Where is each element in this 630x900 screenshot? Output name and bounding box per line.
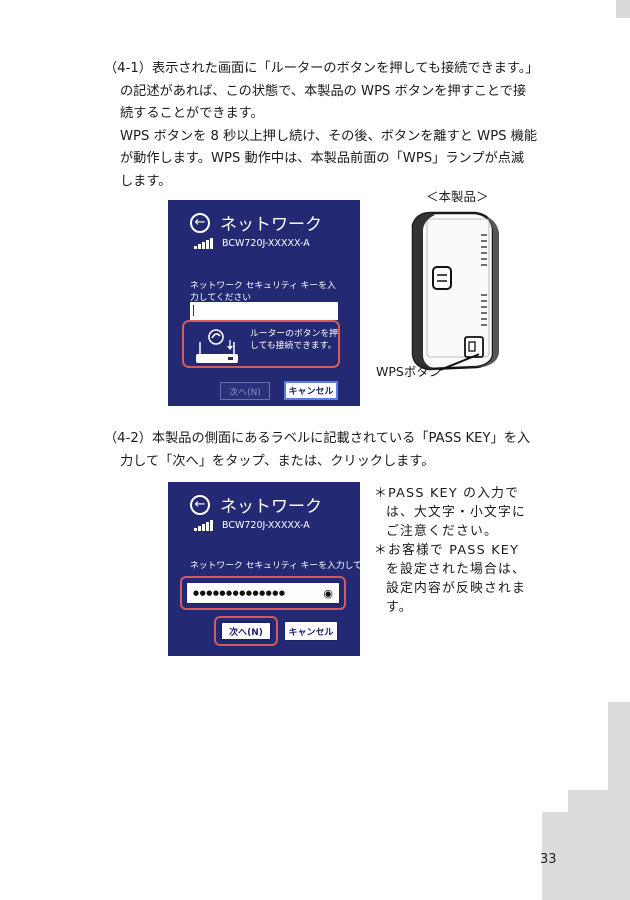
passkey-value: ●●●●●●●●●●●●●● (193, 589, 286, 597)
step-4-2-text: （4-2）本製品の側面にあるラベルに記載されている「PASS KEY」を入 力し… (104, 428, 578, 473)
wifi-signal-icon (194, 238, 214, 249)
network-dialog-passkey: ← ネットワーク BCW720J-XXXXX-A ネットワーク セキュリティ キ… (168, 482, 397, 656)
product-router-illustration (395, 205, 505, 375)
dialog-header: ← ネットワーク (190, 492, 322, 517)
wifi-signal-icon (194, 520, 214, 531)
corner-decoration-step (608, 702, 630, 812)
router-button-hint: ルーターのボタンを押しても接続できます。 (182, 320, 340, 368)
network-dialog-wps: ← ネットワーク BCW720J-XXXXX-A ネットワーク セキュリティ キ… (168, 200, 360, 406)
note-custom-passkey: ＊お客様で PASS KEY を設定された場合は、設定内容が反映されます。 (374, 543, 526, 615)
step-4-1-line: （4-1）表示された画面に「ルーターのボタンを押しても接続できます。」 (104, 61, 539, 76)
network-row: BCW720J-XXXXX-A (194, 520, 310, 531)
router-wps-icon (192, 328, 244, 368)
cancel-button[interactable]: キャンセル (284, 621, 338, 641)
network-row: BCW720J-XXXXX-A (194, 238, 310, 249)
product-caption: ＜本製品＞ (426, 189, 489, 204)
step-4-2-line: 力して「次へ」をタップ、または、クリックします。 (120, 453, 435, 469)
step-4-1-text: （4-1）表示された画面に「ルーターのボタンを押しても接続できます。」 の記述が… (104, 58, 578, 193)
dialog-title: ネットワーク (220, 497, 322, 517)
step-4-1-line: WPS ボタンを 8 秒以上押し続け、その後、ボタンを離すと WPS 機能 (120, 128, 538, 144)
next-button[interactable]: 次へ(N) (220, 382, 270, 400)
corner-decoration-top (616, 0, 630, 18)
step-4-1-line: が動作します。WPS 動作中は、本製品前面の「WPS」ランプが点滅 (120, 151, 525, 166)
step-4-1-line: します。 (120, 173, 172, 189)
passkey-highlight (180, 576, 346, 610)
security-key-prompt: ネットワーク セキュリティ キーを入力してください (190, 281, 336, 303)
text-cursor (193, 305, 194, 316)
back-arrow-icon[interactable]: ← (190, 494, 210, 515)
security-key-prompt: ネットワーク セキュリティ キーを入力してください (190, 561, 397, 571)
network-name: BCW720J-XXXXX-A (222, 520, 310, 531)
notes: ＊PASS KEY の入力では、大文字・小文字にご注意ください。 ＊お客様で P… (374, 484, 534, 617)
step-4-2-line: （4-2）本製品の側面にあるラベルに記載されている「PASS KEY」を入 (104, 431, 531, 446)
show-password-eye-icon[interactable]: ◉ (323, 586, 333, 600)
dialog-title: ネットワーク (220, 215, 322, 235)
cancel-button[interactable]: キャンセル (284, 381, 338, 400)
note-passkey-case: ＊PASS KEY の入力では、大文字・小文字にご注意ください。 (374, 486, 526, 539)
corner-decoration-step (568, 790, 608, 812)
back-arrow-icon[interactable]: ← (190, 212, 210, 233)
next-button[interactable]: 次へ(N) (220, 621, 272, 641)
step-4-1-line: 続することができます。 (120, 106, 264, 121)
router-hint-text: ルーターのボタンを押しても接続できます。 (250, 329, 338, 351)
corner-decoration-bottom (542, 812, 630, 900)
wps-button-label: WPSボタン (376, 364, 442, 379)
security-key-input[interactable] (190, 302, 338, 320)
next-button-highlight (214, 616, 278, 646)
network-name: BCW720J-XXXXX-A (222, 238, 310, 249)
step-4-1-line: の記述があれば、この状態で、本製品の WPS ボタンを押すことで接 (120, 83, 527, 99)
passkey-input[interactable]: ●●●●●●●●●●●●●● ◉ (186, 582, 340, 604)
page-number: 33 (540, 852, 557, 867)
dialog-header: ← ネットワーク (190, 210, 322, 235)
